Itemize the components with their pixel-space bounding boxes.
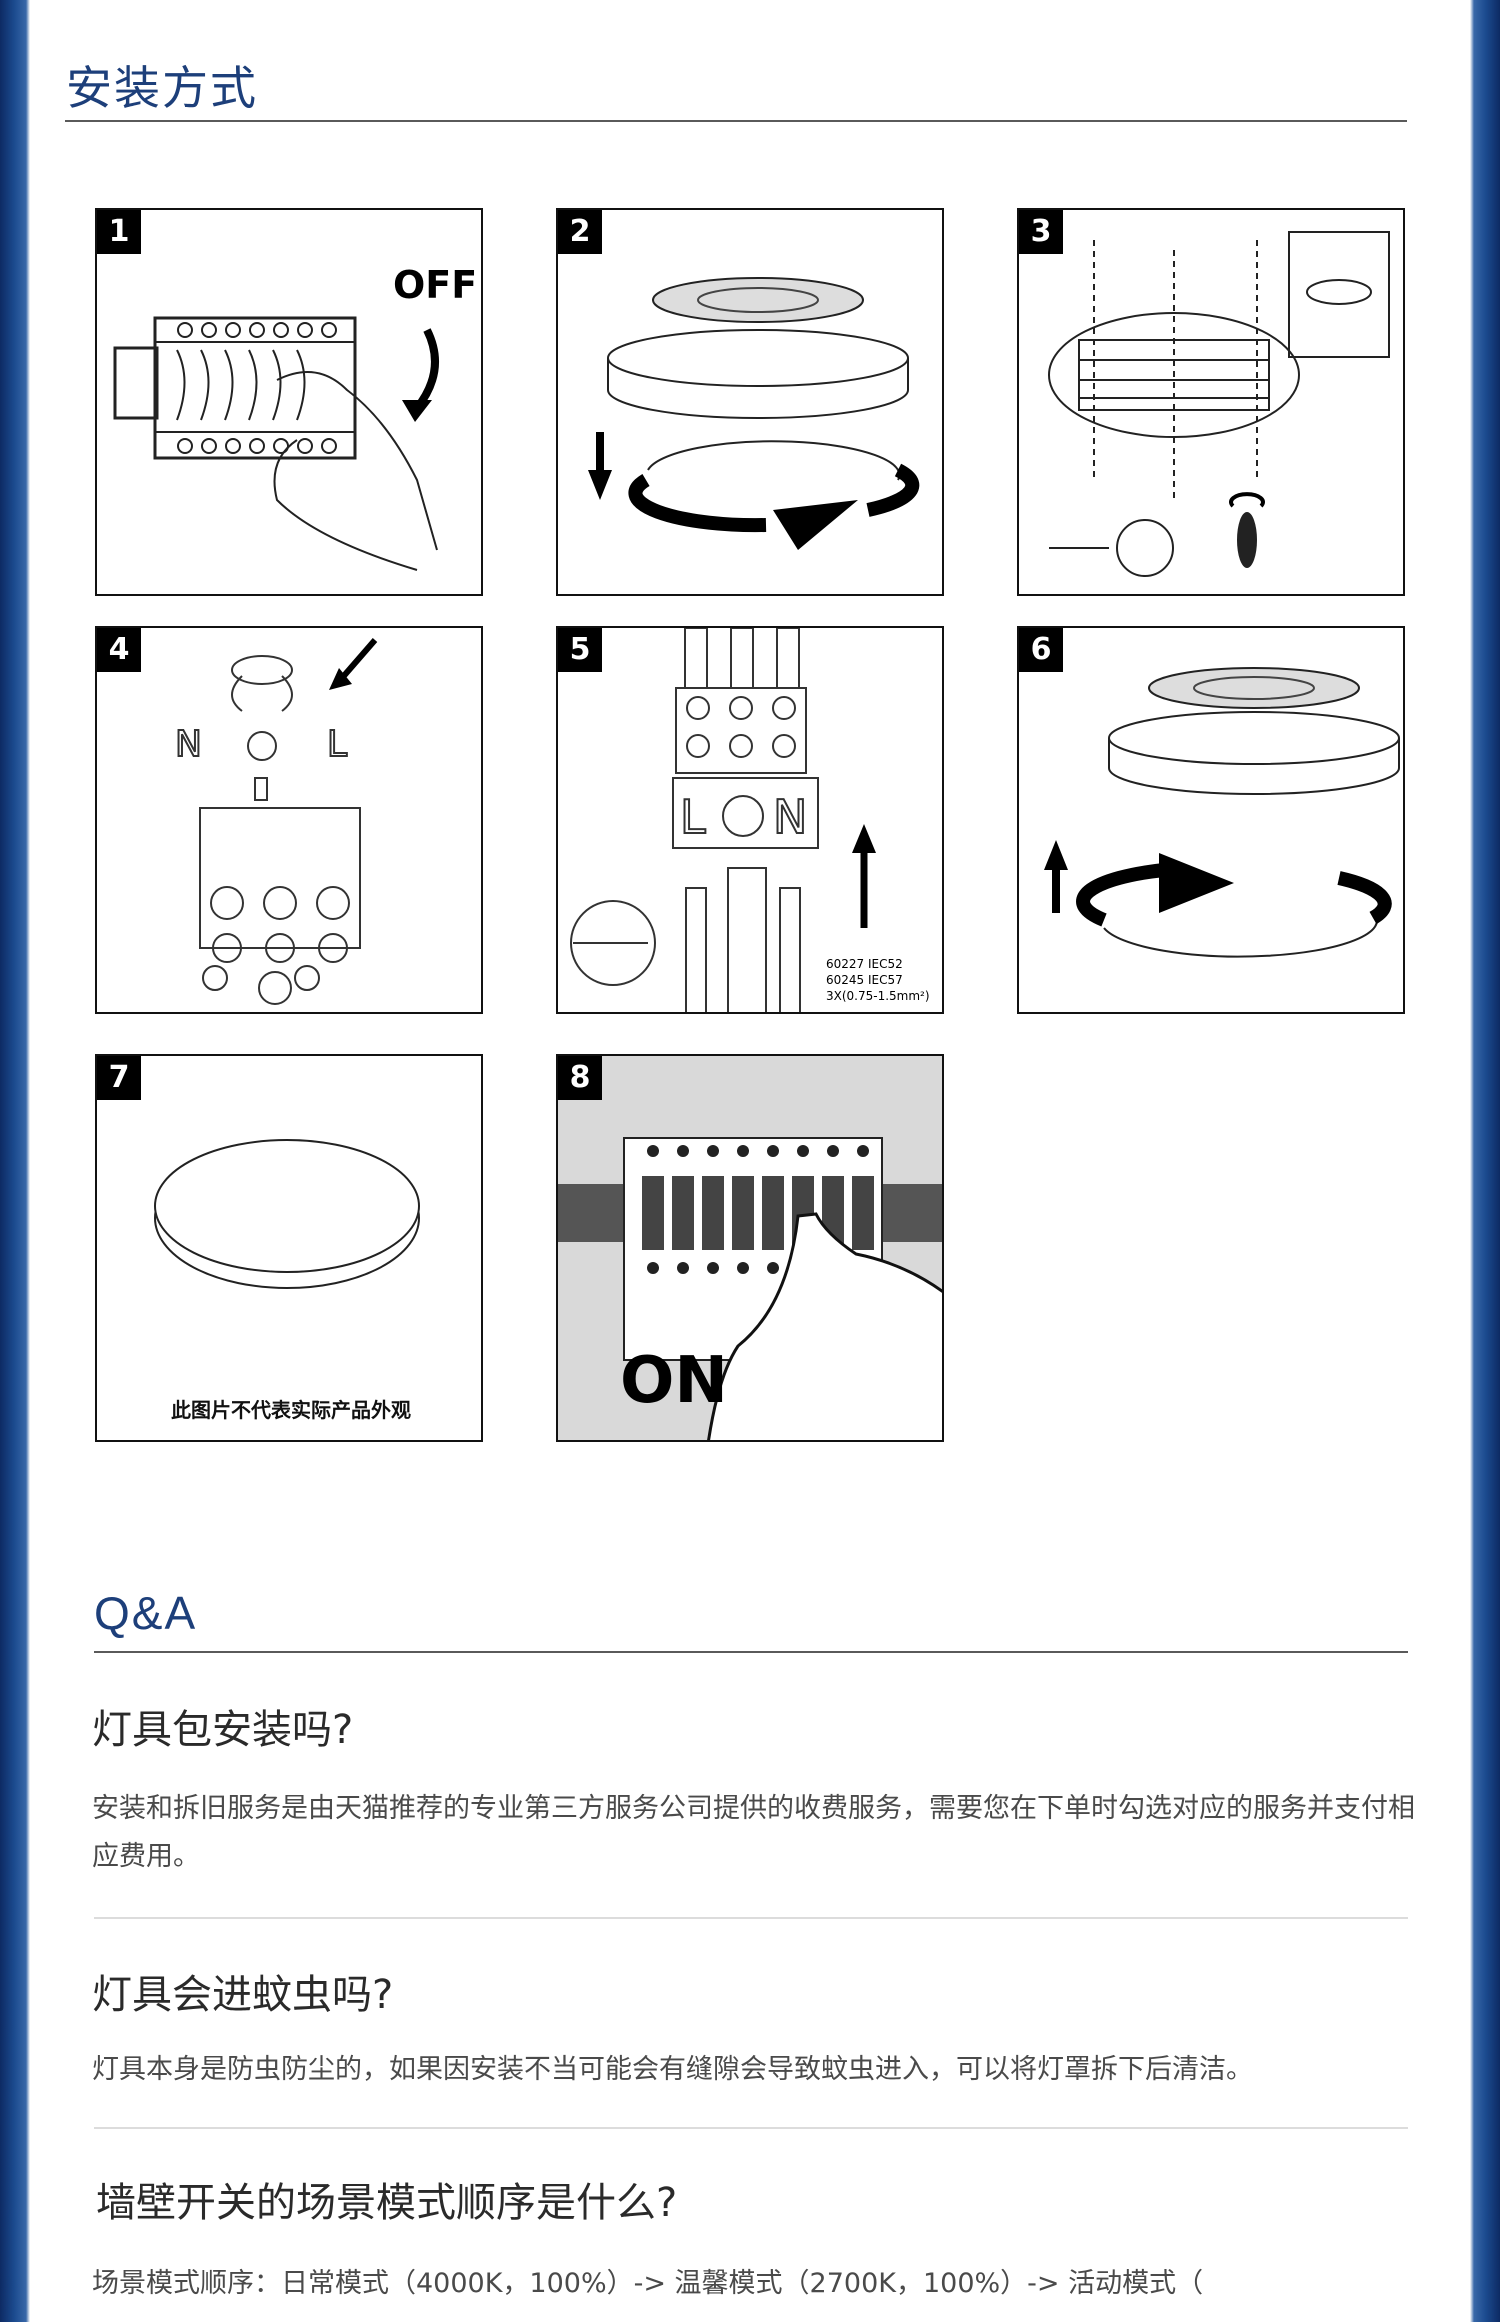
svg-text:L: L	[327, 724, 347, 765]
step-8-number: 8	[558, 1056, 602, 1100]
step-3-panel: 3	[1017, 208, 1405, 596]
cable-spec-2: 60245 IEC57	[826, 973, 903, 987]
step-5-number: 5	[558, 628, 602, 672]
remove-cover-illustration	[588, 277, 920, 550]
breaker-off-illustration: OFF	[113, 263, 477, 571]
mount-base-illustration	[1048, 231, 1390, 577]
step-8-panel: 8 ON	[556, 1054, 944, 1442]
step-2-number: 2	[558, 210, 602, 254]
cable-spec-1: 60227 IEC52	[826, 957, 903, 971]
terminal-connection-illustration: N L	[174, 638, 378, 1005]
step-6-panel: 6	[1017, 626, 1405, 1014]
answer-3: 场景模式顺序：日常模式（4000K，100%）-> 温馨模式（2700K，100…	[92, 2268, 1204, 2299]
qa-divider-1	[94, 1917, 1408, 1919]
attach-cover-illustration	[1044, 667, 1400, 958]
step-7-panel: 7 此图片不代表实际产品外观	[95, 1054, 483, 1442]
step-4-number: 4	[97, 628, 141, 672]
step-1-number: 1	[97, 210, 141, 254]
svg-text:N: N	[175, 724, 202, 765]
cable-spec-3: 3X(0.75-1.5mm²)	[826, 989, 930, 1003]
step-7-number: 7	[97, 1056, 141, 1100]
step-2-panel: 2	[556, 208, 944, 596]
qa-divider-2	[94, 2127, 1408, 2129]
answer-2: 灯具本身是防虫防尘的，如果因安装不当可能会有缝隙会导致蚊虫进入，可以将灯罩拆下后…	[92, 2054, 1253, 2085]
qa-title: Q&A	[94, 1587, 198, 1639]
step-6-number: 6	[1019, 628, 1063, 672]
svg-text:N: N	[773, 790, 807, 844]
step-1-panel: 1 OFF	[95, 208, 483, 596]
finished-lamp-illustration	[154, 1139, 420, 1289]
question-1: 灯具包安装吗?	[92, 1707, 354, 1753]
answer-1: 安装和拆旧服务是由天猫推荐的专业第三方服务公司提供的收费服务，需要您在下单时勾选…	[92, 1793, 1415, 1872]
step-4-panel: 4 N L	[95, 626, 483, 1014]
off-label: OFF	[393, 263, 477, 307]
install-title: 安装方式	[66, 61, 258, 115]
step-3-number: 3	[1019, 210, 1063, 254]
install-title-rule	[65, 120, 1407, 122]
svg-text:L: L	[680, 790, 706, 844]
disclaimer-caption: 此图片不代表实际产品外观	[171, 1398, 411, 1422]
question-2: 灯具会进蚊虫吗?	[92, 1972, 394, 2018]
on-label: ON	[620, 1344, 728, 1418]
qa-title-rule	[94, 1651, 1408, 1653]
wiring-illustration: L N 60227 IEC52 60245 IEC57 3X(0.75-1.5m…	[570, 628, 930, 1012]
question-3: 墙壁开关的场景模式顺序是什么?	[96, 2180, 678, 2226]
step-5-panel: 5 L N 60227 IEC52 60245 IEC57 3X(0.75-1.…	[556, 626, 944, 1014]
breaker-on-illustration: ON	[558, 1137, 942, 1440]
